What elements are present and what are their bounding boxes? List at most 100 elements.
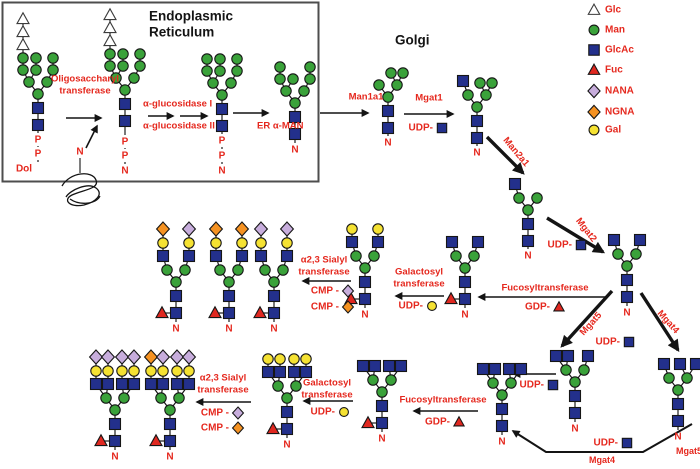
man-c-icon (41, 76, 53, 88)
donor-cmp-nana-mid: CMP - (311, 284, 355, 298)
fuc-t-icon (266, 421, 280, 435)
donor-udp-gal-bottom: UDP- (311, 407, 349, 418)
glycan-biantennary: N (607, 233, 647, 319)
man-c-icon (382, 91, 394, 103)
gal-c-icon (372, 223, 384, 235)
residue-label-p: P (122, 137, 129, 148)
gal-donor-icon (339, 407, 349, 417)
nana-d-icon (169, 349, 185, 365)
gn-donor-icon (623, 336, 635, 348)
fuc-donor-icon (452, 415, 466, 427)
man-c-icon (531, 192, 543, 204)
donor-cmp-nana-bottom: CMP - (201, 406, 245, 420)
glc-t-icon (103, 7, 117, 21)
man-c-icon (290, 380, 302, 392)
label-galactosyl-mid-1: Galactosyl (395, 267, 443, 278)
er-title-line1: Endoplasmic (149, 9, 234, 24)
gn-q-icon (368, 359, 382, 373)
fuc-t-icon (94, 433, 108, 447)
ngna-donor-icon (231, 421, 245, 435)
man-c-icon (513, 192, 525, 204)
man-c-icon (681, 372, 693, 384)
gal-c-icon (262, 353, 274, 365)
label-mgat1: Mgat1 (415, 93, 443, 104)
gn-q-icon (471, 235, 485, 249)
gal-c-icon (171, 365, 183, 377)
man-c-icon (179, 264, 191, 276)
man-c-icon (621, 260, 633, 272)
label-fucosyltransferase-mid: Fucosyltransferase (501, 283, 588, 294)
donor-udp-glcnac-mgat5: UDP- (596, 336, 635, 348)
man-c-icon (385, 374, 397, 386)
man-c-icon (17, 64, 29, 76)
ngna-d-icon (143, 349, 159, 365)
gn-q-icon (488, 362, 502, 376)
man-c-icon (468, 250, 480, 262)
gn-q-icon (222, 289, 236, 303)
glycan-gn1man3: N (508, 177, 543, 262)
gal-c-icon (274, 353, 286, 365)
man-c-icon (522, 204, 534, 216)
glc-t-icon (103, 20, 117, 34)
nana-d-icon (181, 349, 197, 365)
man-c-icon (385, 67, 397, 79)
gn-q-icon (445, 235, 459, 249)
gn-q-icon (502, 362, 516, 376)
gn-q-icon (31, 118, 45, 132)
man-c-icon (117, 60, 129, 72)
man-c-icon (569, 376, 581, 388)
gn-q-icon (671, 397, 685, 411)
gal-legend-icon (588, 124, 600, 136)
man-c-icon (368, 250, 380, 262)
man-c-icon (214, 53, 226, 65)
glycan-tetraantennary: N (476, 362, 528, 448)
arrow-mgat5 (560, 289, 614, 348)
glycan-biantennary-gal: N (344, 223, 385, 321)
legend-item-fuc-label: Fuc (605, 65, 623, 76)
legend-item-ngna: NGNA (587, 104, 634, 120)
nana-d-icon (155, 349, 171, 365)
man-c-icon (486, 77, 498, 89)
gn-q-icon (458, 292, 472, 306)
glycan-biantennary-sia-2: N (208, 221, 250, 335)
man-c-icon (47, 64, 59, 76)
donor-cmp-nana-bottom-text: CMP - (201, 408, 229, 419)
man-c-icon (304, 61, 316, 73)
donor-udp-glcnac-mgat2: UDP- (548, 240, 587, 251)
gn-q-icon (222, 306, 236, 320)
man-c-icon (459, 262, 471, 274)
man-c-icon (359, 262, 371, 274)
gal-c-icon (183, 365, 195, 377)
gn-q-icon (495, 402, 509, 416)
donor-cmp-ngna-bottom-text: CMP - (201, 423, 229, 434)
gn-q-icon (127, 377, 141, 391)
gn-q-icon (182, 377, 196, 391)
man-c-icon (117, 48, 129, 60)
residue-label-p: P (122, 151, 129, 162)
man-c-icon (30, 64, 42, 76)
legend-item-glc-label: Glc (605, 5, 622, 16)
fuc-t-icon (149, 433, 163, 447)
man-c-icon (100, 392, 112, 404)
gn-q-icon (156, 249, 170, 263)
gn-q-icon (115, 377, 129, 391)
man-c-icon (450, 250, 462, 262)
gn-q-icon (156, 377, 170, 391)
gn-q-icon (261, 365, 275, 379)
residue-label-n: N (291, 145, 298, 156)
man-c-icon (612, 248, 624, 260)
man-c-icon (104, 48, 116, 60)
donor-gdp-fuc-mid-text: GDP- (525, 302, 550, 313)
gn-q-icon (521, 217, 535, 231)
man-c-icon (287, 73, 299, 85)
man-c-icon (578, 364, 590, 376)
man-c-icon (397, 67, 409, 79)
glycan-biantennary-sia-3: N (253, 221, 295, 335)
man-c-icon (207, 77, 219, 89)
nana-donor-icon (231, 406, 245, 420)
man-c-icon (289, 97, 301, 109)
man-c-icon (298, 85, 310, 97)
donor-cmp-ngna-mid-text: CMP - (311, 302, 339, 313)
legend-item-gal-label: Gal (605, 125, 621, 136)
donor-udp-gal-mid: UDP- (399, 301, 437, 312)
